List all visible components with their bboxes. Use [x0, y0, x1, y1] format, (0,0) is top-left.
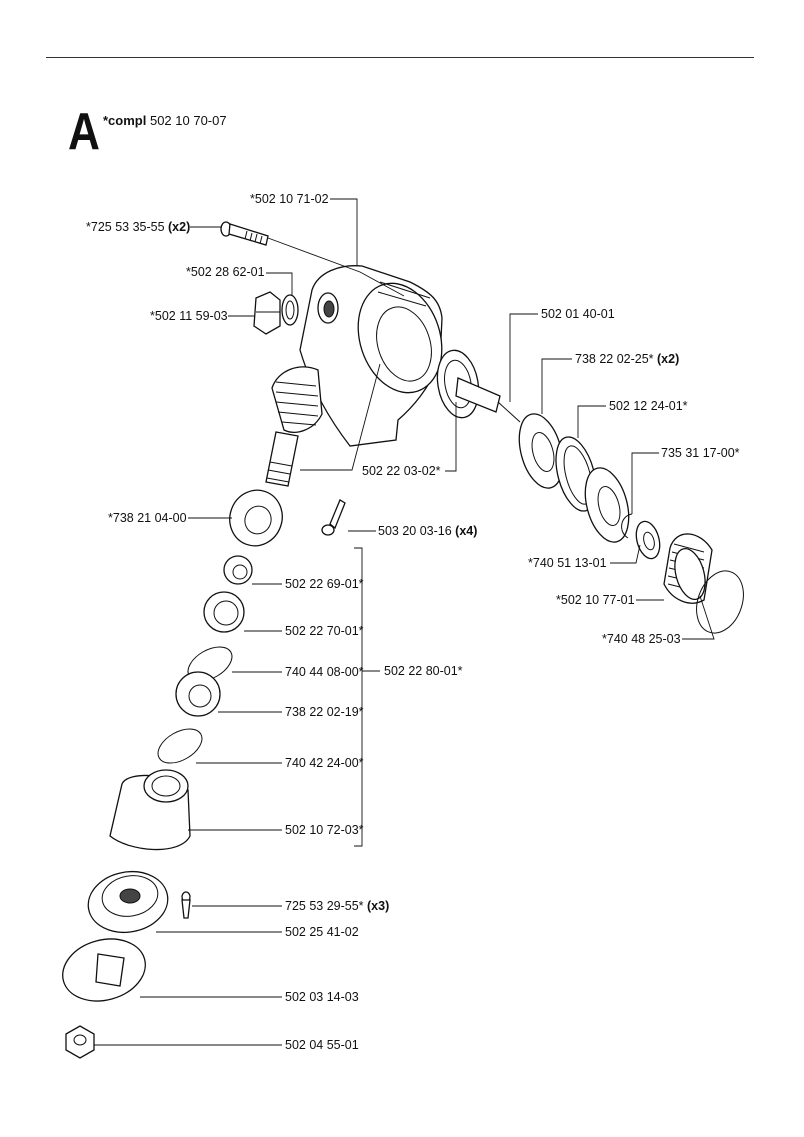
part-number: 502 22 70-01* [285, 624, 364, 638]
part-number: 738 22 02-19* [285, 705, 364, 719]
part-label-502014001: 502 01 40-01 [541, 307, 615, 321]
part-label-740440800: 740 44 08-00* [285, 665, 364, 679]
part-label-502107102: *502 10 71-02 [250, 192, 329, 206]
part-label-725532955: 725 53 29-55* (x3) [285, 899, 389, 913]
washer-small[interactable] [281, 294, 299, 326]
part-label-502228001: 502 22 80-01* [384, 664, 463, 678]
spacer-right[interactable] [632, 519, 663, 561]
part-label-502227001: 502 22 70-01* [285, 624, 364, 638]
o-ring-large[interactable] [688, 564, 751, 639]
o-ring-left-2[interactable] [152, 722, 208, 770]
support-cup[interactable] [83, 866, 172, 939]
part-label-740422400: 740 42 24-00* [285, 756, 364, 770]
part-label-725533555: *725 53 35-55 (x2) [86, 220, 190, 234]
part-number: 725 53 29-55* [285, 899, 364, 913]
part-number: 740 44 08-00* [285, 665, 364, 679]
bearing-left-2[interactable] [175, 671, 221, 717]
part-number: *502 10 77-01 [556, 593, 635, 607]
part-number: 502 12 24-01* [609, 399, 688, 413]
part-label-502107203: 502 10 72-03* [285, 823, 364, 837]
part-label-502286201: *502 28 62-01 [186, 265, 265, 279]
part-number: *725 53 35-55 [86, 220, 165, 234]
part-label-502115903: *502 11 59-03 [150, 309, 228, 323]
plug[interactable] [253, 291, 281, 335]
bolt-long[interactable] [220, 221, 269, 246]
bevel-gear-right[interactable] [432, 347, 521, 423]
part-number: 740 42 24-00* [285, 756, 364, 770]
part-number: *502 28 62-01 [186, 265, 265, 279]
nut[interactable] [65, 1025, 95, 1059]
circlip[interactable] [621, 513, 633, 539]
bearing-housing[interactable] [109, 769, 191, 851]
part-quantity: (x3) [364, 899, 390, 913]
part-label-738220219: 738 22 02-19* [285, 705, 364, 719]
part-label-502220302: 502 22 03-02* [362, 464, 441, 478]
part-number: 502 25 41-02 [285, 925, 359, 939]
part-label-740482503: *740 48 25-03 [602, 632, 681, 646]
part-label-502031403: 502 03 14-03 [285, 990, 359, 1004]
bearing-right-2[interactable] [578, 463, 636, 547]
part-label-738210400: *738 21 04-00 [108, 511, 187, 525]
bushing[interactable] [223, 555, 253, 585]
screw-x3[interactable] [181, 891, 191, 919]
part-label-738220225: 738 22 02-25* (x2) [575, 352, 679, 366]
header-rule [46, 57, 754, 58]
leader-lines [94, 198, 715, 1046]
part-number: 502 10 72-03* [285, 823, 364, 837]
part-number: 503 20 03-16 [378, 524, 452, 538]
part-label-502122401: 502 12 24-01* [609, 399, 688, 413]
part-label-740511301: *740 51 13-01 [528, 556, 607, 570]
drive-disc[interactable] [56, 930, 153, 1010]
part-number: 735 31 17-00* [661, 446, 740, 460]
bearing-left-1[interactable] [222, 483, 290, 553]
part-label-502254102: 502 25 41-02 [285, 925, 359, 939]
seal-ring[interactable] [203, 591, 245, 633]
part-label-502107701: *502 10 77-01 [556, 593, 635, 607]
compl-number: 502 10 70-07 [149, 113, 227, 128]
part-number: *740 51 13-01 [528, 556, 607, 570]
part-quantity: (x2) [654, 352, 680, 366]
part-number: *502 10 71-02 [250, 192, 329, 206]
section-letter: A [68, 103, 100, 161]
part-number: 502 22 69-01* [285, 577, 364, 591]
threaded-cap[interactable] [663, 533, 713, 604]
part-number: 502 03 14-03 [285, 990, 359, 1004]
part-number: 502 22 03-02* [362, 464, 441, 478]
bolt-short[interactable] [321, 499, 346, 536]
part-number: 738 22 02-25* [575, 352, 654, 366]
compl-prefix: *compl [103, 113, 147, 128]
part-number: *738 21 04-00 [108, 511, 187, 525]
part-label-735311700: 735 31 17-00* [661, 446, 740, 460]
complete-assembly-label: *compl 502 10 70-07 [103, 113, 227, 128]
part-quantity: (x2) [165, 220, 191, 234]
part-label-502045501: 502 04 55-01 [285, 1038, 359, 1052]
part-labels: *502 10 71-02 *725 53 35-55 (x2) *502 28 6… [86, 192, 740, 1052]
bevel-gear-shaft[interactable] [265, 366, 323, 487]
part-number: *740 48 25-03 [602, 632, 681, 646]
part-quantity: (x4) [452, 524, 478, 538]
gear-housing[interactable] [299, 265, 455, 447]
part-label-502226901: 502 22 69-01* [285, 577, 364, 591]
part-number: 502 04 55-01 [285, 1038, 359, 1052]
part-number: 502 01 40-01 [541, 307, 615, 321]
part-number: 502 22 80-01* [384, 664, 463, 678]
part-label-503200316: 503 20 03-16 (x4) [378, 524, 477, 538]
part-number: *502 11 59-03 [150, 309, 228, 323]
